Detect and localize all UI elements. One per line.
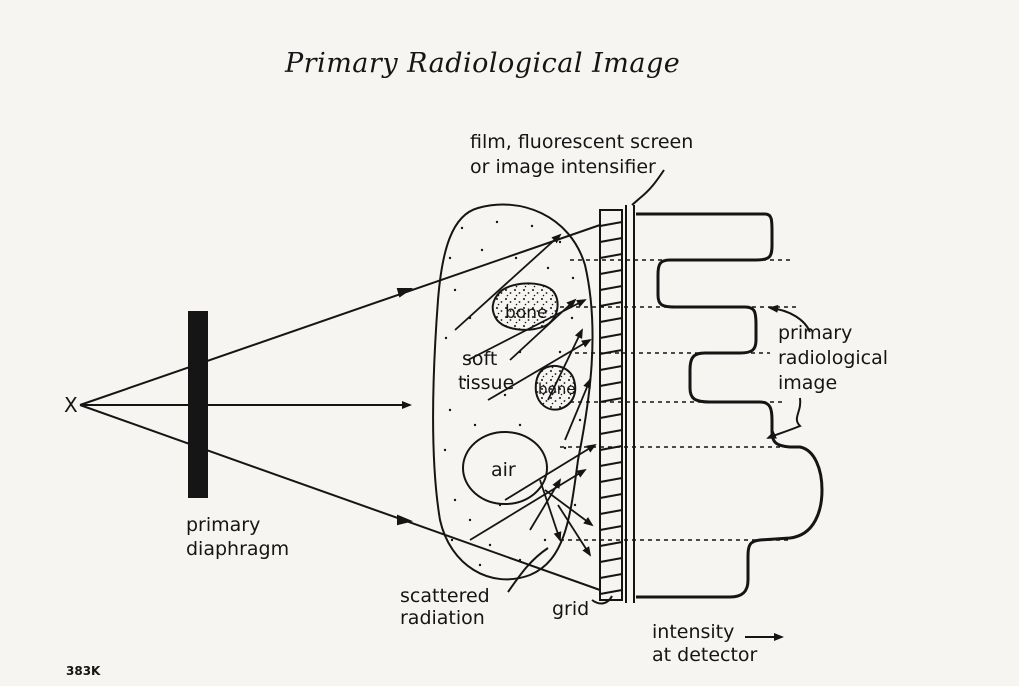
grid-label: grid: [552, 598, 589, 620]
intensity-label-line2: at detector: [652, 644, 757, 666]
detector-label-line2: or image intensifier: [470, 156, 656, 178]
diaphragm-label-line2: diaphragm: [186, 538, 289, 560]
image-label-line3: image: [778, 372, 837, 394]
intensity-label-line1: intensity: [652, 621, 734, 643]
page-title: Primary Radiological Image: [285, 48, 680, 79]
beam-lower: [80, 405, 600, 590]
scattered-label-line1: scattered: [400, 585, 490, 607]
bone-label-lower: bone: [538, 378, 575, 400]
bone-label-upper: bone: [505, 302, 547, 324]
detector-screen: [626, 205, 634, 603]
soft-tissue-label-line2: tissue: [458, 372, 514, 394]
diaphragm-label-line1: primary: [186, 514, 260, 536]
primary-beam: [80, 225, 600, 590]
projection-lines: [560, 260, 800, 540]
soft-tissue-label-line1: soft: [462, 348, 497, 370]
figure-code: 383K: [66, 664, 100, 678]
image-label-line2: radiological: [778, 347, 888, 369]
beam-upper-arrowhead: [398, 289, 410, 296]
x-ray-source-label: X: [64, 394, 78, 416]
anti-scatter-grid: [600, 210, 622, 600]
detector-label-line1: film, fluorescent screen: [470, 131, 693, 153]
scattered-label-line2: radiation: [400, 607, 485, 629]
image-label-line1: primary: [778, 322, 852, 344]
air-label: air: [491, 459, 516, 481]
